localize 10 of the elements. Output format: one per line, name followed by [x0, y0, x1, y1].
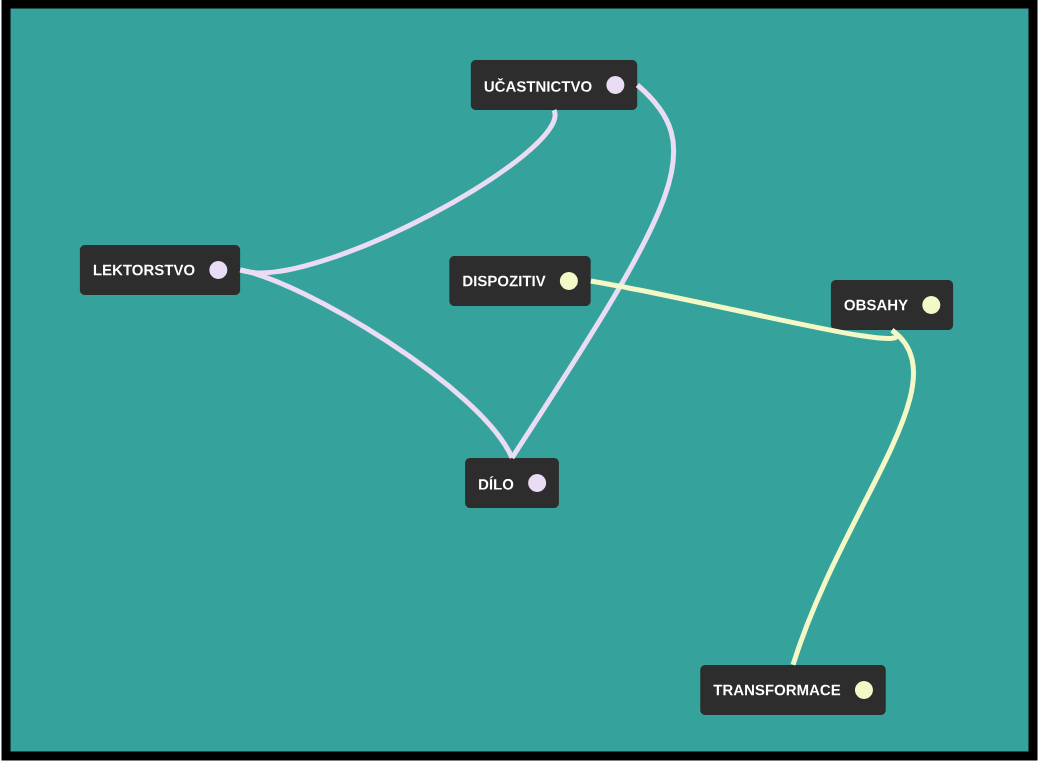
node-box: TRANSFORMACE [700, 665, 886, 715]
connector-line [790, 328, 916, 666]
node-box: OBSAHY [830, 280, 954, 330]
connector-line [239, 267, 515, 460]
node-box: DISPOZITIV [449, 256, 591, 306]
node-box: UČASTNICTVO [470, 60, 638, 110]
node-box: LEKTORSTVO [79, 245, 241, 295]
connector-line [590, 278, 899, 341]
connector-line [509, 83, 677, 460]
node-box: DÍLO [465, 458, 559, 508]
